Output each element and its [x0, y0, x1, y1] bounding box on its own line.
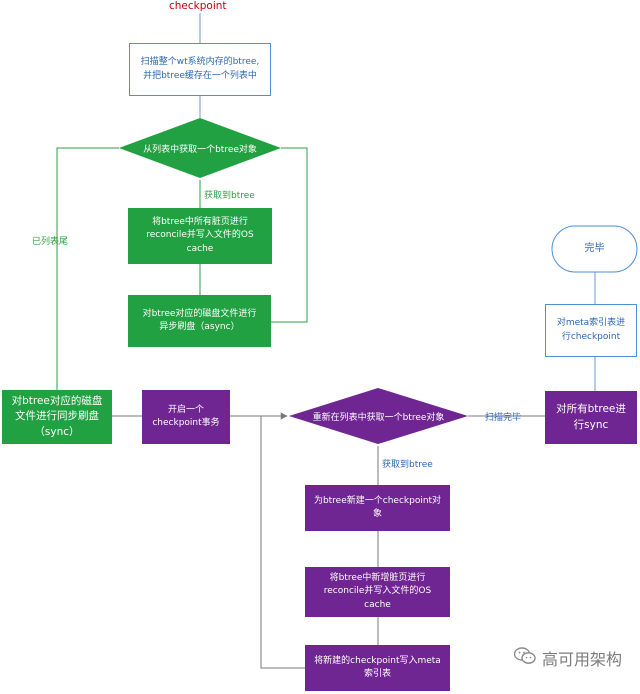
edge-list-end [56, 147, 119, 390]
flow-title: checkpoint [169, 0, 227, 12]
wechat-icon [513, 647, 536, 669]
scan-btree-box: 扫描整个wt系统内存的btree, 并把btree缓存在一个列表中 [129, 43, 271, 96]
reconcile-dirty-pages-box: 将btree中所有脏页进行 reconcile并写入文件的OS cache [128, 208, 272, 264]
decision-get-btree [119, 118, 281, 178]
edge-async-loop [271, 147, 308, 323]
watermark: 高可用架构 [513, 646, 622, 670]
sync-all-btree-box: 对所有btree进 行sync [545, 391, 637, 444]
new-checkpoint-object-box: 为btree新建一个checkpoint对 象 [305, 485, 450, 531]
decision-reget-btree-label: 重新在列表中获取一个btree对象 [312, 412, 445, 423]
reconcile-new-dirty-pages-box: 将btree中新增脏页进行 reconcile并写入文件的OS cache [305, 567, 450, 617]
watermark-text: 高可用架构 [541, 650, 622, 669]
edge-label-scan-done: 扫描完毕 [485, 413, 522, 423]
edge-label-list-end: 已列表尾 [32, 237, 69, 247]
async-flush-box: 对btree对应的磁盘文件进行 异步刷盘（async） [128, 295, 271, 347]
edge-label-got-btree-2: 获取到btree [382, 460, 433, 470]
meta-checkpoint-box: 对meta索引表进 行checkpoint [545, 304, 637, 357]
decision-get-btree-label: 从列表中获取一个btree对象 [143, 144, 257, 155]
done-label: 完毕 [584, 242, 605, 254]
decision-reget-btree [289, 388, 468, 444]
sync-flush-box: 对btree对应的磁盘 文件进行同步刷盘 （sync） [2, 390, 112, 444]
edge-write-loop [260, 416, 305, 669]
start-checkpoint-txn-box: 开启一个 checkpoint事务 [142, 390, 230, 444]
write-meta-box: 将新建的checkpoint写入meta 索引表 [305, 645, 450, 691]
edge-label-got-btree-1: 获取到btree [204, 191, 255, 201]
done-terminator [551, 225, 638, 273]
